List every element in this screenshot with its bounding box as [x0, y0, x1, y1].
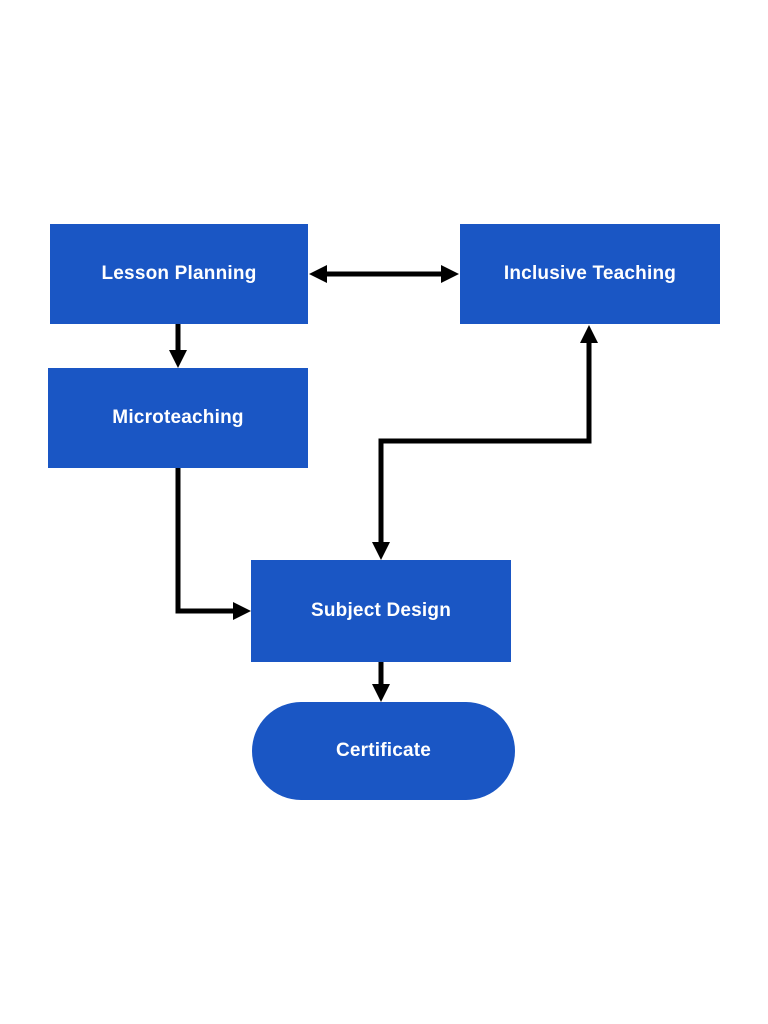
node-certificate: Certificate: [252, 702, 515, 800]
node-microteaching-label: Microteaching: [112, 406, 244, 428]
edge-subject-design-inclusive-teaching: [372, 325, 598, 560]
edge-subject-design-certificate: [372, 662, 390, 702]
edge-lesson-planning-microteaching: [169, 324, 187, 368]
arrowhead-down-icon: [372, 684, 390, 702]
node-subject-design: Subject Design: [251, 560, 511, 662]
edge-lesson-planning-inclusive-teaching: [309, 265, 459, 283]
arrowhead-right-icon: [441, 265, 459, 283]
edge-microteaching-subject-design: [175, 468, 251, 620]
node-certificate-label: Certificate: [335, 739, 432, 761]
node-lesson-planning-label: Lesson Planning: [101, 262, 257, 284]
node-lesson-planning: Lesson Planning: [50, 224, 308, 324]
node-inclusive-teaching-label: Inclusive Teaching: [503, 262, 677, 284]
arrowhead-down-icon: [169, 350, 187, 368]
arrowhead-down-icon: [372, 542, 390, 560]
arrowhead-right-icon: [233, 602, 251, 620]
arrowhead-left-icon: [309, 265, 327, 283]
node-microteaching: Microteaching: [48, 368, 308, 468]
node-inclusive-teaching: Inclusive Teaching: [460, 224, 720, 324]
node-subject-design-label: Subject Design: [310, 599, 452, 621]
arrowhead-up-icon: [580, 325, 598, 343]
